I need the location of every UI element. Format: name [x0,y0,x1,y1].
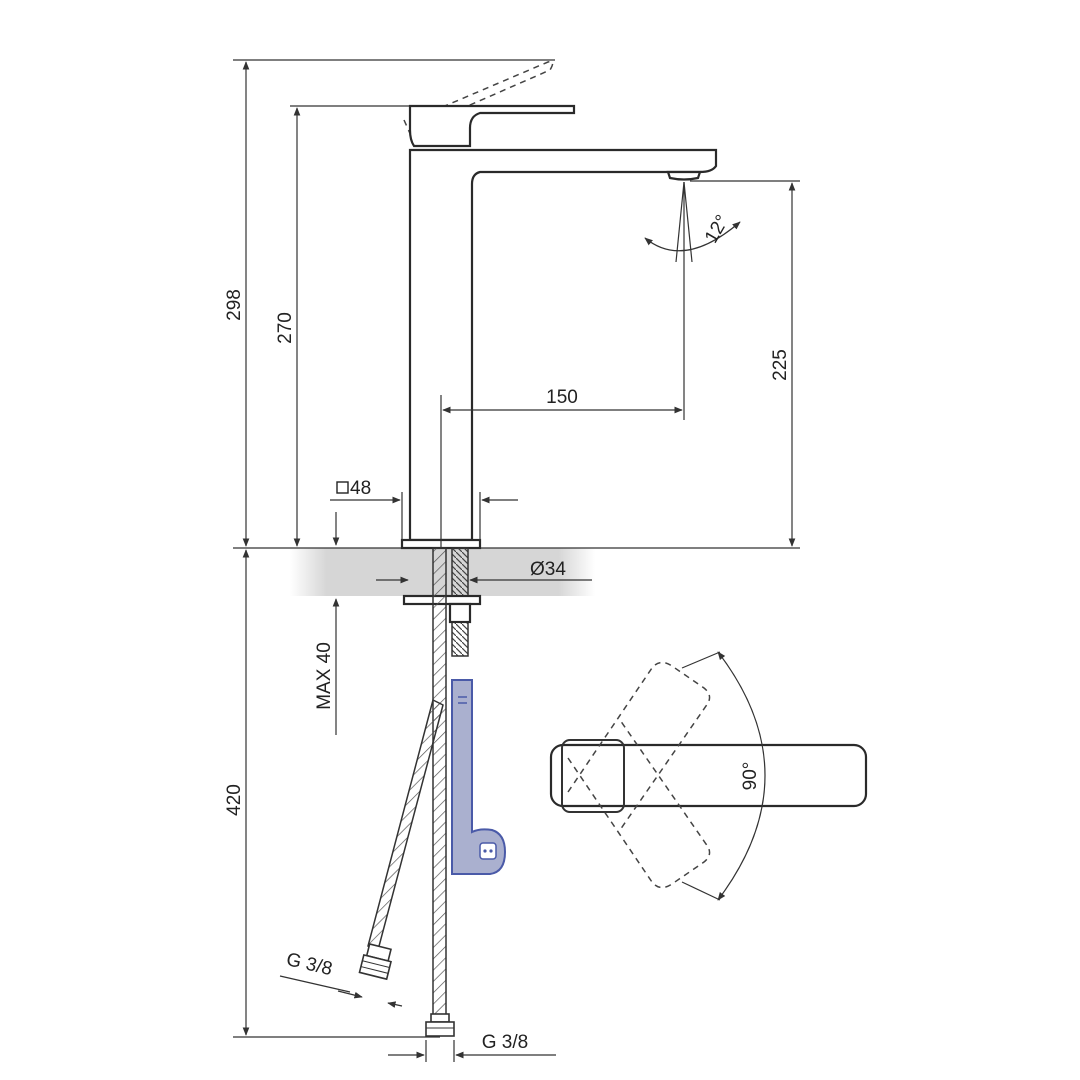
lever-rotation-ext-top [681,651,721,669]
dimension-label-270: 270 [275,312,296,344]
faucet-handle [408,104,576,148]
lever-top-view [549,651,868,901]
spray-line-left [675,181,685,263]
hose-diagonal [367,698,444,952]
bracket-clip [479,842,497,860]
hose-fitting-side [358,943,392,981]
connection-side-label: G 3/8 [284,949,334,980]
square-icon [336,481,349,494]
dimension-label-150: 150 [546,387,578,408]
lever-top-view-closed [549,743,868,808]
lever-rotation-ext-bottom [681,881,721,901]
lever-rotation-label: 90° [740,762,761,791]
lever-top-view-open-down [567,719,711,889]
lever-raised-outline [411,60,554,142]
g38-side-arrow-right [387,1001,403,1008]
faucet-body [408,148,718,542]
hose-vertical [432,547,447,1024]
spray-angle-arc [644,221,741,252]
g38-side-leader [279,975,351,993]
bracket-hole-2 [489,849,493,853]
dimension-label-34: Ø34 [530,559,566,580]
spray-angle-label: 12° [701,212,734,247]
mounting-nut [448,602,472,624]
max-countertop-label: MAX 40 [314,642,335,710]
lever-rotation-arc [717,651,766,901]
lever-top-view-cartridge [561,739,625,813]
bracket-hole-1 [483,849,487,853]
g38-side-arrow-left [337,990,363,999]
dimension-label-225: 225 [770,349,791,381]
dimension-label-298: 298 [224,289,245,321]
dimension-label-420: 420 [224,784,245,816]
dimension-label-48: 48 [350,478,371,499]
hose-fitting-bottom [425,1013,455,1037]
aerator [666,170,702,181]
mounting-bracket [451,679,507,875]
connection-bottom-label: G 3/8 [482,1032,528,1053]
lever-top-view-open-up [567,661,711,831]
